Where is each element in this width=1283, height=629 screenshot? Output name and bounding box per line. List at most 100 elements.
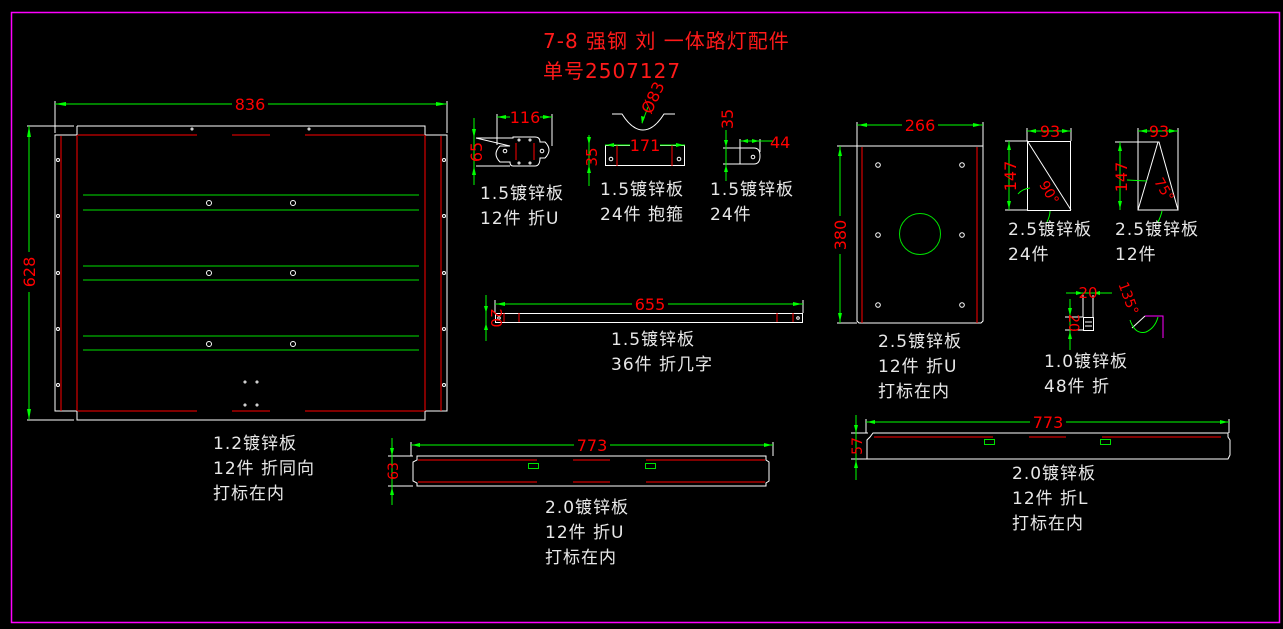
- triangle-outline: [1137, 141, 1179, 211]
- label-line: 2.5镀锌板: [878, 332, 963, 352]
- label-channel-773-u: 2.0镀锌板 12件 折U 打标在内: [545, 496, 629, 571]
- label-line: 打标在内: [878, 382, 950, 402]
- hole: [497, 316, 501, 320]
- label-mount-plate: 2.5镀锌板 12件 折U 打标在内: [878, 330, 962, 405]
- part-big-panel[interactable]: 836 628: [20, 95, 448, 421]
- triangle-frame: [1027, 141, 1071, 211]
- dim-height: 63: [386, 462, 402, 480]
- angle-arc: [1129, 316, 1159, 333]
- dim-height: 147: [1112, 162, 1131, 193]
- label-line: 打标在内: [213, 484, 285, 504]
- dimension-arrows: [1068, 291, 1100, 339]
- leader-line: [1017, 187, 1031, 195]
- dim-width: 93: [1040, 122, 1060, 141]
- dim-height: 65: [467, 142, 486, 162]
- bracket-outline: [475, 136, 550, 167]
- label-right-triangle: 2.5镀锌板 24件: [1008, 218, 1092, 268]
- dim-height: 628: [20, 257, 39, 288]
- label-channel-773-l: 2.0镀锌板 12件 折L 打标在内: [1012, 462, 1096, 537]
- angle-leg: [1145, 315, 1164, 338]
- center-hole: [899, 213, 941, 255]
- dim-angle: 75°: [1150, 175, 1176, 205]
- label-small-angle: 1.0镀锌板 48件 折: [1044, 350, 1128, 400]
- part-channel-773-l[interactable]: 773 57: [850, 413, 1231, 480]
- dim-height: 35: [583, 147, 601, 166]
- leader-line: [1046, 210, 1051, 223]
- label-line: 24件: [710, 205, 752, 225]
- bend-lines: [60, 134, 442, 412]
- label-line: 2.0镀锌板: [545, 498, 630, 518]
- part-u-bracket[interactable]: 116 65: [467, 108, 553, 185]
- part-small-angle[interactable]: 20 20 135°: [1065, 280, 1164, 350]
- part-channel-773-u[interactable]: 773 63: [386, 436, 774, 505]
- dim-width: 171: [630, 136, 661, 155]
- dimension-arrows: [390, 443, 772, 495]
- hoop-arc: [612, 113, 675, 131]
- dim-angle: 135°: [1114, 280, 1141, 317]
- dim-width: 266: [905, 116, 936, 135]
- label-iso-triangle: 2.5镀锌板 12件: [1115, 218, 1199, 268]
- part-hoop[interactable]: 171 35 Ø83: [583, 79, 685, 186]
- dim-height: 57: [850, 437, 866, 455]
- panel-outline: [54, 125, 448, 421]
- label-small-tab: 1.5镀锌板 24件: [710, 178, 794, 228]
- label-line: 12件 折U: [480, 209, 560, 229]
- label-long-strip: 1.5镀锌板 36件 折几字: [611, 328, 713, 378]
- label-line: 36件 折几字: [611, 355, 714, 375]
- dim-width: 773: [1033, 413, 1064, 432]
- label-line: 12件 折同向: [213, 459, 316, 479]
- drawing-title: 7-8 强钢 刘 一体路灯配件: [543, 29, 790, 53]
- label-line: 24件: [1008, 245, 1050, 265]
- dim-height: 20: [1065, 314, 1081, 332]
- dimension-arrows: [1118, 129, 1177, 209]
- part-long-strip[interactable]: 655 20: [484, 295, 804, 341]
- dim-width: 655: [635, 295, 666, 314]
- leader-line: [1157, 210, 1163, 223]
- part-right-triangle[interactable]: 93 147 90°: [1001, 122, 1072, 223]
- part-mount-plate[interactable]: 266 380: [831, 116, 984, 324]
- dimension-lines: [28, 103, 447, 420]
- bend-lines: [418, 459, 765, 483]
- rib-lines: [83, 194, 419, 351]
- label-line: 1.5镀锌板: [480, 184, 565, 204]
- dim-angle: 90°: [1035, 178, 1061, 208]
- label-line: 2.5镀锌板: [1008, 220, 1093, 240]
- label-line: 1.5镀锌板: [710, 180, 795, 200]
- channel-outline: [412, 455, 770, 487]
- label-line: 2.5镀锌板: [1115, 220, 1200, 240]
- dim-width: 20: [1078, 284, 1097, 302]
- dimension-arrows: [724, 139, 759, 172]
- dim-height: 20: [487, 308, 505, 327]
- label-line: 1.5镀锌板: [600, 180, 685, 200]
- hole: [608, 156, 614, 162]
- label-line: 打标在内: [1012, 514, 1084, 534]
- holes: [875, 162, 965, 308]
- order-number: 单号2507127: [543, 59, 682, 83]
- label-line: 1.0镀锌板: [1044, 352, 1129, 372]
- label-line: 12件: [1115, 245, 1157, 265]
- dimension-arrows: [1007, 129, 1070, 209]
- dim-width: 93: [1149, 122, 1169, 141]
- tab-outline: [739, 147, 761, 165]
- dimension-arrows: [854, 420, 1228, 468]
- part-small-tab[interactable]: 44 35: [718, 109, 790, 181]
- dim-width: 116: [510, 108, 541, 127]
- angle-outline: [1083, 317, 1094, 331]
- label-line: 12件 折L: [1012, 489, 1089, 509]
- label-big-panel: 1.2镀锌板 12件 折同向 打标在内: [213, 432, 315, 507]
- marking-slot: [984, 439, 995, 445]
- label-u-bracket: 1.5镀锌板 12件 折U: [480, 182, 564, 232]
- leader-line: [1126, 179, 1148, 182]
- part-iso-triangle[interactable]: 93 147 75°: [1112, 122, 1179, 223]
- dim-height: 380: [831, 220, 850, 251]
- dim-height: 147: [1001, 161, 1020, 192]
- marking-slot: [645, 463, 656, 469]
- bend-lines: [503, 313, 794, 322]
- holes: [56, 127, 446, 407]
- angle-leg: [1131, 315, 1146, 329]
- drawing-border: [10, 11, 1281, 624]
- dimension-arrows: [27, 102, 447, 420]
- dimension-arrows: [587, 116, 684, 173]
- label-line: 12件 折U: [878, 357, 958, 377]
- dim-height: 35: [718, 109, 737, 129]
